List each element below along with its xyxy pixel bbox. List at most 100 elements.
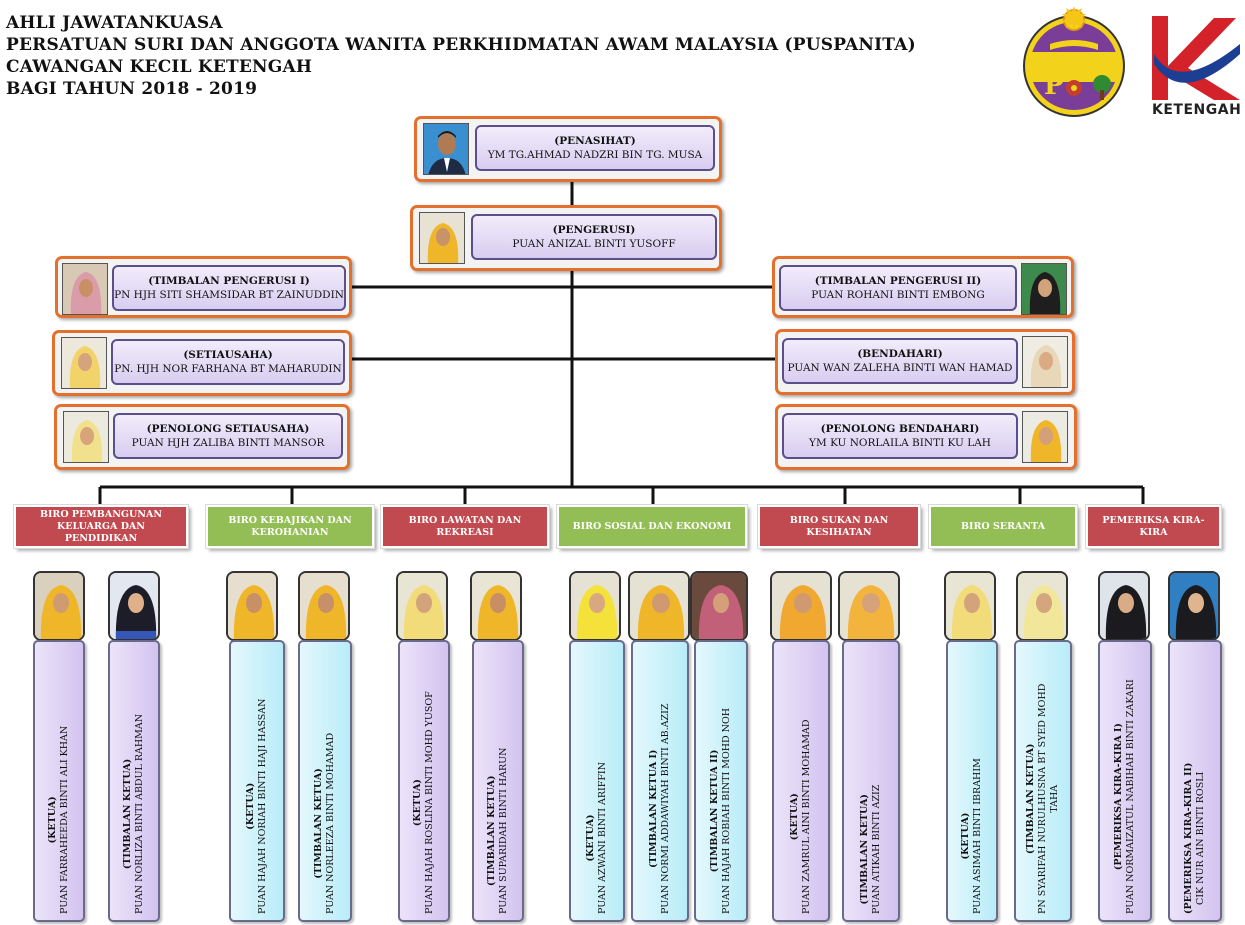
member-photo	[944, 571, 996, 641]
member-card: (KETUA) PUAN ASIMAH BINTI IBRAHIM	[946, 640, 998, 922]
pengerusi-photo	[419, 212, 465, 264]
member-photo	[690, 571, 748, 641]
bureau-label: BIRO KEBAJIKAN DAN KEROHANIAN	[228, 514, 352, 538]
bureau-sosial-ekonomi: BIRO SOSIAL DAN EKONOMI	[556, 504, 748, 549]
member-role: (KETUA)	[960, 812, 971, 860]
member-role: (TIMBALAN KETUA)	[313, 768, 324, 879]
member-card: (TIMBALAN KETUA I) PUAN NORMI ADDAWIYAH …	[631, 640, 689, 922]
bureau-label: PEMERIKSA KIRA-KIRA	[1102, 514, 1205, 538]
bureau-label: BIRO SOSIAL DAN EKONOMI	[572, 520, 732, 532]
penolong-setiausaha-role: (PENOLONG SETIAUSAHA)	[146, 423, 310, 435]
member-name: PUAN ATIKAH BINTI AZIZ	[871, 784, 882, 914]
bendahari-card: (BENDAHARI) PUAN WAN ZALEHA BINTI WAN HA…	[775, 329, 1075, 395]
member-name: PUAN HAJAH ROBIAH BINTI MOHD NOH	[721, 707, 732, 914]
member-photo	[569, 571, 621, 641]
penolong-bendahari-role: (PENOLONG BENDAHARI)	[820, 423, 980, 435]
member-role: (TIMBALAN KETUA)	[1025, 743, 1036, 855]
member-photo	[838, 571, 900, 641]
penolong-bendahari-label: (PENOLONG BENDAHARI) YM KU NORLAILA BINT…	[782, 413, 1018, 459]
ketengah-logo-text: KETENGAH	[1152, 102, 1242, 118]
member-card: (KETUA) PUAN ZAMRUL AINI BINTI MOHAMAD	[772, 640, 830, 922]
member-card: (PEMERIKSA KIRA-KIRA I) PUAN NORMAIZATUL…	[1098, 640, 1152, 922]
member-name: PUAN SUPARIDAH BINTI HARUN	[498, 747, 509, 915]
member-card: (PEMERIKSA KIRA-KIRA II) CIK NUR AIN BIN…	[1168, 640, 1222, 922]
member-name: PUAN NORLIZA BINTI ABDUL RAHMAN	[134, 713, 145, 914]
puspanita-emblem-icon: P	[1023, 6, 1125, 117]
penolong-bendahari-photo	[1022, 411, 1068, 463]
member-name: PUAN NORMI ADDAWIYAH BINTI AB.AZIZ	[660, 703, 671, 914]
bureau-pemeriksa-kira-kira: PEMERIKSA KIRA-KIRA	[1085, 504, 1222, 549]
chart-title: AHLI JAWATANKUASA PERSATUAN SURI DAN ANG…	[6, 12, 916, 100]
member-role: (TIMBALAN KETUA)	[486, 775, 497, 886]
timbalan-pengerusi-1-photo	[62, 263, 108, 315]
penolong-setiausaha-label: (PENOLONG SETIAUSAHA) PUAN HJH ZALIBA BI…	[113, 413, 343, 459]
member-name: PUAN HAJAH ROSLINA BINTI MOHD YUSOF	[424, 691, 435, 914]
member-photo	[298, 571, 350, 641]
bureau-lawatan: BIRO LAWATAN DAN REKREASI	[380, 504, 550, 549]
timbalan-pengerusi-1-card: (TIMBALAN PENGERUSI I) PN HJH SITI SHAMS…	[55, 256, 352, 318]
member-role: (PEMERIKSA KIRA-KIRA II)	[1183, 762, 1194, 914]
pengerusi-name: PUAN ANIZAL BINTI YUSOFF	[512, 238, 676, 250]
penasihat-name: YM TG.AHMAD NADZRI BIN TG. MUSA	[487, 149, 703, 161]
setiausaha-card: (SETIAUSAHA) PN. HJH NOR FARHANA BT MAHA…	[52, 330, 352, 396]
bureau-label: BIRO SUKAN DAN KESIHATAN	[789, 514, 889, 538]
timbalan-pengerusi-1-label: (TIMBALAN PENGERUSI I) PN HJH SITI SHAMS…	[112, 265, 346, 311]
member-photo	[108, 571, 160, 641]
member-role: (TIMBALAN KETUA II)	[709, 749, 720, 873]
penasihat-photo	[423, 123, 469, 175]
member-role: (KETUA)	[585, 814, 596, 862]
member-photo	[470, 571, 522, 641]
penolong-bendahari-card: (PENOLONG BENDAHARI) YM KU NORLAILA BINT…	[775, 404, 1077, 470]
timbalan-pengerusi-2-role: (TIMBALAN PENGERUSI II)	[814, 275, 982, 287]
member-role: (TIMBALAN KETUA)	[859, 794, 870, 905]
bendahari-name: PUAN WAN ZALEHA BINTI WAN HAMAD	[787, 362, 1013, 374]
member-photo	[33, 571, 85, 641]
member-name: CIK NUR AIN BINTI ROSLI	[1195, 771, 1206, 905]
member-card: (KETUA) PUAN FARRAHEEDA BINTI ALI KHAN	[33, 640, 85, 922]
member-card: (TIMBALAN KETUA) PUAN NORLIZA BINTI ABDU…	[108, 640, 160, 922]
member-photo	[396, 571, 448, 641]
member-name: PN SYARIFAH NURULHUSNA BT SYED MOHD	[1037, 683, 1048, 914]
member-photo	[226, 571, 278, 641]
member-name: PUAN NORLEEZA BINTI MOHAMAD	[325, 732, 336, 914]
member-card: (KETUA) PUAN HAJAH ROSLINA BINTI MOHD YU…	[398, 640, 450, 922]
timbalan-pengerusi-2-label: (TIMBALAN PENGERUSI II) PUAN ROHANI BINT…	[779, 265, 1017, 311]
penolong-bendahari-name: YM KU NORLAILA BINTI KU LAH	[809, 437, 991, 449]
member-name-line-2: TAHA	[1049, 784, 1060, 813]
setiausaha-name: PN. HJH NOR FARHANA BT MAHARUDIN	[114, 363, 342, 375]
penasihat-label: (PENASIHAT) YM TG.AHMAD NADZRI BIN TG. M…	[475, 125, 715, 171]
member-name: PUAN FARRAHEEDA BINTI ALI KHAN	[59, 725, 70, 914]
penasihat-role: (PENASIHAT)	[554, 135, 636, 147]
pengerusi-label: (PENGERUSI) PUAN ANIZAL BINTI YUSOFF	[471, 214, 717, 260]
title-line-2: PERSATUAN SURI DAN ANGGOTA WANITA PERKHI…	[6, 35, 916, 55]
bendahari-photo	[1022, 336, 1068, 388]
member-card: (TIMBALAN KETUA) PUAN NORLEEZA BINTI MOH…	[298, 640, 352, 922]
bureau-label: BIRO LAWATAN DAN REKREASI	[408, 514, 522, 538]
member-role: (KETUA)	[412, 779, 423, 827]
member-name: PUAN ZAMRUL AINI BINTI MOHAMAD	[801, 719, 812, 914]
penolong-setiausaha-photo	[63, 411, 109, 463]
member-role: (TIMBALAN KETUA)	[122, 758, 133, 870]
member-card: (TIMBALAN KETUA) PN SYARIFAH NURULHUSNA …	[1014, 640, 1072, 922]
member-role: (PEMERIKSA KIRA-KIRA I)	[1113, 723, 1124, 871]
svg-text:P: P	[1044, 71, 1064, 101]
member-photo	[770, 571, 832, 641]
member-name: PUAN NORMAIZATUL NABIHAH BINTI ZAKARI	[1125, 679, 1136, 914]
bureau-sukan-kesihatan: BIRO SUKAN DAN KESIHATAN	[757, 504, 921, 549]
timbalan-pengerusi-1-role: (TIMBALAN PENGERUSI I)	[148, 275, 310, 287]
ketengah-logo-icon	[1152, 16, 1240, 100]
setiausaha-photo	[61, 337, 107, 389]
member-name: PUAN HAJAH NORIAH BINTI HAJI HASSAN	[257, 698, 268, 914]
member-role: (KETUA)	[47, 796, 58, 844]
penasihat-card: (PENASIHAT) YM TG.AHMAD NADZRI BIN TG. M…	[414, 116, 722, 182]
bureau-label: BIRO SERANTA	[961, 520, 1045, 532]
member-photo	[628, 571, 690, 641]
title-line-3: CAWANGAN KECIL KETENGAH	[6, 57, 313, 77]
timbalan-pengerusi-1-name: PN HJH SITI SHAMSIDAR BT ZAINUDDIN	[114, 289, 344, 301]
timbalan-pengerusi-2-card: (TIMBALAN PENGERUSI II) PUAN ROHANI BINT…	[772, 256, 1074, 318]
member-photo	[1098, 571, 1150, 641]
bureau-pembangunan-keluarga: BIRO PEMBANGUNAN KELUARGA DAN PENDIDIKAN	[13, 504, 189, 549]
timbalan-pengerusi-2-photo	[1021, 263, 1067, 315]
member-card: (KETUA) PUAN HAJAH NORIAH BINTI HAJI HAS…	[229, 640, 285, 922]
member-role: (KETUA)	[789, 793, 800, 841]
